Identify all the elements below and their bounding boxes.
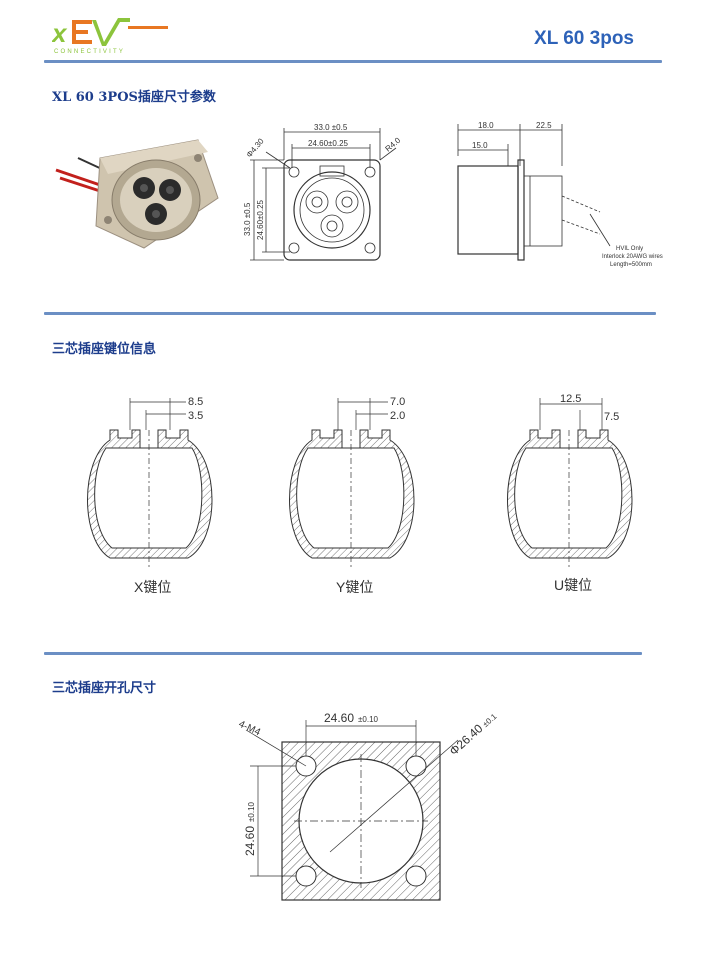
cutout-pitch-h-value: 24.60 [324, 711, 354, 725]
section-divider-1 [44, 312, 656, 315]
section-heading-dimensions: XL 60 3POS插座尺寸参数 [52, 90, 216, 105]
logo-x: x [52, 18, 68, 48]
xev-logo: x CONNECTIVITY [52, 18, 168, 55]
cutout-pitch-h-tol: ±0.10 [358, 715, 379, 724]
dim-side-depth2: 22.5 [536, 121, 552, 130]
key-diagram-y: 7.0 2.0 Y键位 [289, 396, 415, 595]
key-y-inner: 2.0 [390, 410, 405, 422]
side-view-drawing: 18.0 22.5 15.0 HVIL Only Interlock 20AWG… [457, 121, 663, 268]
section-heading-cutout: 三芯插座开孔尺寸 [52, 681, 157, 696]
cutout-pitch-v-value: 24.60 [243, 826, 257, 856]
dim-hole-dia: Φ4.30 [245, 136, 266, 159]
keying-diagrams: 8.5 3.5 X键位 7.0 2.0 Y键位 12.5 7.5 U键位 [87, 393, 633, 595]
dim-side-depth3: 15.0 [472, 141, 488, 150]
key-u-outer: 12.5 [560, 393, 581, 405]
dim-front-pitch: 24.60±0.25 [308, 139, 349, 148]
logo-subtitle: CONNECTIVITY [54, 49, 125, 55]
key-x-caption: X键位 [134, 579, 171, 595]
cutout-pitch-h: 24.60 ±0.10 [324, 711, 379, 725]
header-divider [44, 60, 662, 63]
dim-front-width: 33.0 ±0.5 [314, 123, 348, 132]
note-length: Length=500mm [610, 262, 652, 268]
panel-cutout-drawing: 24.60 ±0.10 24.60 ±0.10 4-M4 Φ26.40±0.1 [237, 709, 500, 901]
cutout-pitch-v-tol: ±0.10 [247, 801, 256, 822]
front-view-drawing: 33.0 ±0.5 24.60±0.25 Φ4.30 R4.0 33.0 ±0.… [243, 123, 403, 261]
product-render [55, 139, 219, 249]
section-divider-2 [44, 652, 642, 655]
dim-side-depth1: 18.0 [478, 121, 494, 130]
dim-front-height-pitch: 24.60±0.25 [256, 199, 265, 240]
note-interlock: Interlock 20AWG wires [602, 254, 663, 260]
key-y-caption: Y键位 [336, 579, 373, 595]
section-heading-keying: 三芯插座键位信息 [52, 342, 157, 357]
cutout-holes: 4-M4 [237, 719, 263, 739]
key-diagram-u: 12.5 7.5 U键位 [507, 393, 633, 593]
key-diagram-x: 8.5 3.5 X键位 [87, 396, 213, 595]
key-u-caption: U键位 [554, 577, 592, 593]
dim-radius: R4.0 [384, 135, 403, 153]
cutout-bore-value: Φ26.40 [447, 721, 486, 758]
key-y-outer: 7.0 [390, 396, 405, 408]
cutout-bore-tol: ±0.1 [481, 712, 499, 729]
dim-front-height: 33.0 ±0.5 [243, 202, 252, 236]
cutout-bore: Φ26.40±0.1 [447, 709, 500, 759]
key-x-outer: 8.5 [188, 396, 203, 408]
key-u-inner: 7.5 [604, 411, 619, 423]
key-x-inner: 3.5 [188, 410, 203, 422]
cutout-pitch-v: 24.60 ±0.10 [243, 801, 257, 856]
note-hvil: HVIL Only [616, 246, 643, 252]
document-title: XL 60 3pos [534, 28, 634, 49]
